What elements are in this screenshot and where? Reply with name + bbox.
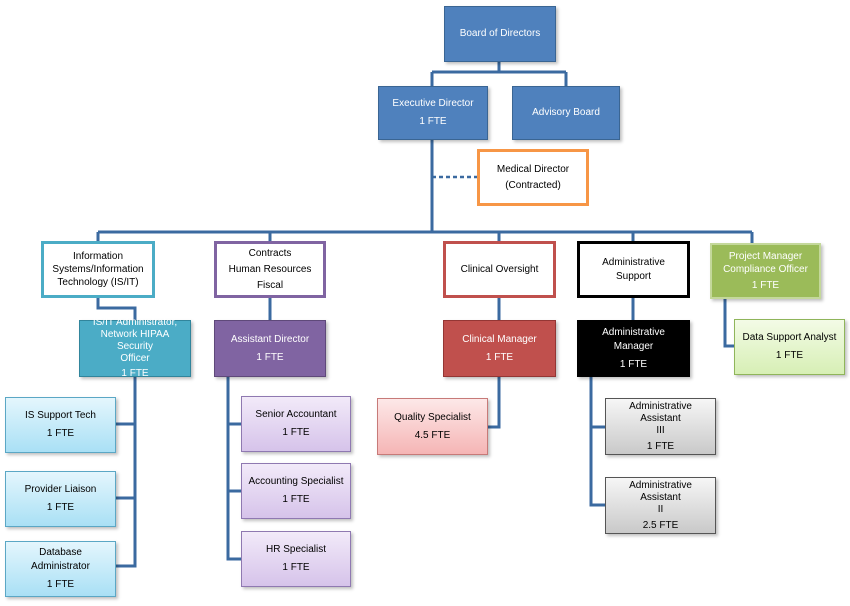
node-fte: 4.5 FTE: [414, 429, 451, 441]
connector-lines: [96, 62, 754, 568]
node-fte: 1 FTE: [46, 579, 75, 590]
node-label: Administrative Manager: [602, 326, 665, 352]
node-label: Medical Director: [496, 163, 570, 175]
node-label: Advisory Board: [532, 107, 600, 118]
node-label: Provider Liaison: [24, 484, 97, 495]
node-database-administrator: Database Administrator 1 FTE: [5, 541, 116, 597]
node-label: Administrative Support: [602, 256, 665, 282]
node-label: Senior Accountant: [255, 409, 337, 420]
node-label: Information: [72, 251, 124, 262]
node-label: Database Administrator: [31, 547, 90, 572]
node-clinical-manager: Clinical Manager 1 FTE: [443, 320, 556, 377]
admin-staff-links: [589, 377, 605, 507]
node-label: Quality Specialist: [394, 411, 471, 423]
node-fte: 1 FTE: [646, 440, 675, 452]
node-label: Board of Directors: [459, 28, 541, 39]
node-label: Accounting Specialist: [248, 476, 344, 487]
node-label: Administrative Assistant: [629, 479, 692, 503]
node-administrative-manager: Administrative Manager 1 FTE: [577, 320, 690, 377]
node-quality-specialist: Quality Specialist 4.5 FTE: [377, 398, 488, 455]
node-fte: 1 FTE: [751, 280, 780, 291]
is-it-staff-links: [116, 377, 137, 568]
is-it-link: [96, 297, 137, 320]
node-label: Officer: [120, 353, 150, 364]
node-clinical-oversight: Clinical Oversight: [443, 241, 556, 298]
node-fte: 1 FTE: [282, 494, 310, 505]
node-label: II: [657, 503, 664, 515]
pm-link: [723, 298, 734, 348]
node-label: Fiscal: [256, 279, 284, 291]
node-fte: 1 FTE: [121, 368, 149, 379]
node-label: Clinical Oversight: [460, 263, 539, 275]
fiscal-staff-links: [226, 377, 241, 561]
node-board-of-directors: Board of Directors: [444, 6, 556, 62]
node-fte: 2.5 FTE: [642, 519, 679, 531]
node-data-support-analyst: Data Support Analyst 1 FTE: [734, 319, 845, 375]
node-accounting-specialist: Accounting Specialist 1 FTE: [241, 463, 351, 519]
node-label: Systems/Information: [52, 264, 144, 275]
node-fte: 1 FTE: [282, 562, 310, 573]
node-label: Project Manager: [728, 251, 803, 262]
node-fte: 1 FTE: [282, 427, 310, 438]
node-advisory-board: Advisory Board: [512, 86, 620, 140]
node-label: IS Support Tech: [25, 410, 96, 421]
node-is-it: Information Systems/Information Technolo…: [41, 241, 155, 298]
node-label: Human Resources: [228, 263, 312, 275]
node-administrative-assistant-iii: Administrative Assistant III 1 FTE: [605, 398, 716, 455]
node-label: Contracts: [248, 247, 292, 259]
node-label: Technology (IS/IT): [57, 277, 139, 288]
node-label: IS/IT Administrator,: [92, 317, 178, 328]
node-fte: 1 FTE: [46, 502, 75, 513]
node-label: Assistant Director: [230, 333, 310, 345]
node-fte: 1 FTE: [775, 350, 804, 361]
node-medical-director: Medical Director (Contracted): [477, 149, 589, 206]
node-note: (Contracted): [505, 179, 561, 191]
node-assistant-director: Assistant Director 1 FTE: [214, 320, 326, 377]
node-label: Data Support Analyst: [742, 332, 837, 343]
node-fte: 1 FTE: [46, 428, 75, 439]
node-label: Clinical Manager: [462, 333, 537, 345]
node-label: Executive Director: [392, 98, 474, 109]
node-fte: 1 FTE: [256, 351, 284, 363]
node-project-manager: Project Manager Compliance Officer 1 FTE: [710, 243, 821, 299]
node-fte: 1 FTE: [419, 116, 447, 127]
board-connector: [430, 62, 568, 86]
node-label: Network HIPAA Security: [100, 329, 170, 352]
node-fte: 1 FTE: [619, 358, 648, 370]
node-fte: 1 FTE: [485, 351, 514, 363]
node-is-it-administrator: IS/IT Administrator, Network HIPAA Secur…: [79, 317, 191, 379]
node-label: III: [656, 424, 665, 436]
node-executive-director: Executive Director 1 FTE: [378, 86, 488, 140]
node-administrative-support: Administrative Support: [577, 241, 690, 298]
department-drops: [96, 232, 754, 244]
node-label: HR Specialist: [265, 544, 327, 555]
node-hr-specialist: HR Specialist 1 FTE: [241, 531, 351, 587]
node-is-support-tech: IS Support Tech 1 FTE: [5, 397, 116, 453]
node-senior-accountant: Senior Accountant 1 FTE: [241, 396, 351, 452]
node-label: Compliance Officer: [723, 264, 808, 275]
node-label: Administrative Assistant: [629, 400, 692, 424]
node-administrative-assistant-ii: Administrative Assistant II 2.5 FTE: [605, 477, 716, 534]
quality-link: [488, 377, 501, 429]
node-provider-liaison: Provider Liaison 1 FTE: [5, 471, 116, 527]
node-contracts-hr-fiscal: Contracts Human Resources Fiscal: [214, 241, 326, 298]
